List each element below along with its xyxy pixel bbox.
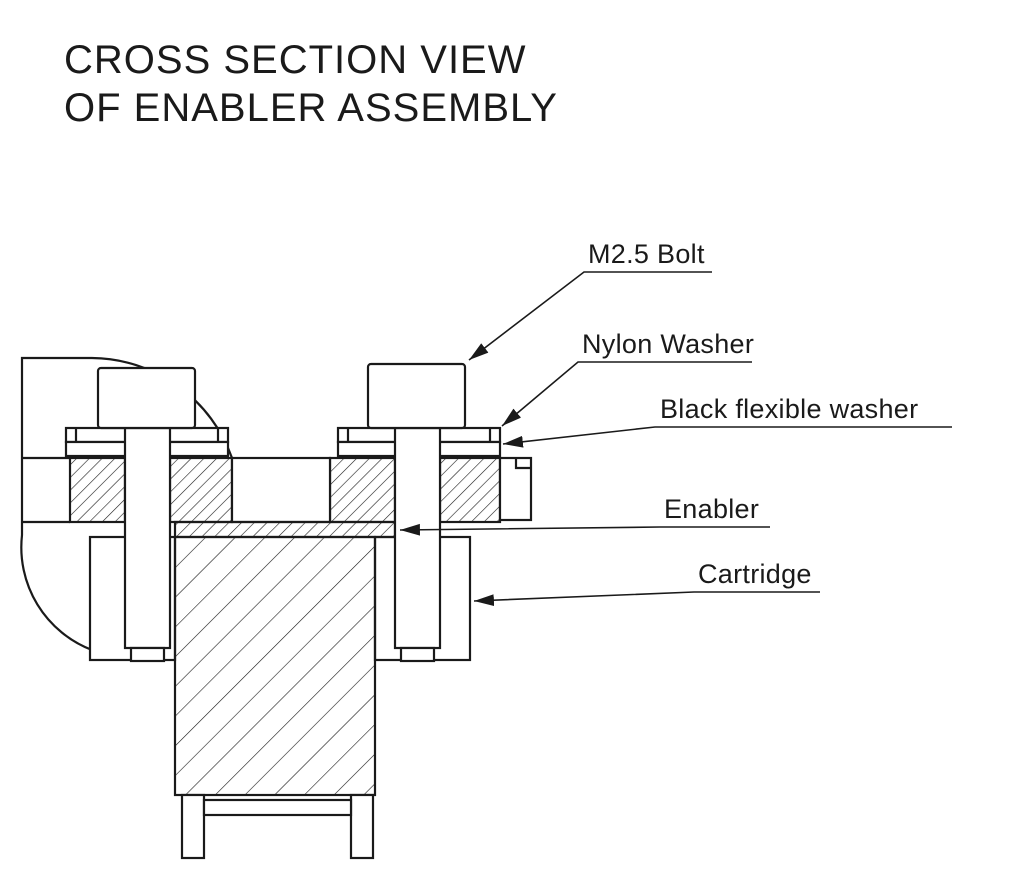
enabler-center-spacer: [230, 456, 332, 524]
leader-nylon-washer: [501, 361, 752, 427]
enabler-hatch-segment-4: [438, 456, 502, 524]
bolt-right: [366, 362, 467, 663]
bolt-tip-right: [399, 646, 436, 663]
label-enabler: Enabler: [664, 494, 760, 524]
enabler-lip: [173, 520, 397, 539]
drawing-title-line1: CROSS SECTION VIEW: [64, 38, 527, 82]
bolt-tip-left: [129, 646, 166, 663]
end-block-notch: [514, 458, 531, 470]
cartridge-right-leg: [349, 793, 375, 860]
label-m2-5-bolt: M2.5 Bolt: [588, 239, 705, 269]
drawing-title-line2: OF ENABLER ASSEMBLY: [64, 86, 558, 130]
enabler-hatch-segment-3: [328, 456, 397, 524]
label-cartridge: Cartridge: [698, 559, 812, 589]
enabler-hatch-segment-1: [68, 456, 127, 524]
bolt-head-left: [96, 366, 197, 430]
label-nylon-washer: Nylon Washer: [582, 329, 755, 359]
label-black-flexible-washer: Black flexible washer: [660, 394, 919, 424]
drawing-title: CROSS SECTION VIEW OF ENABLER ASSEMBLY: [64, 36, 558, 132]
leader-enabler: [399, 523, 770, 536]
bolt-left: [96, 366, 197, 663]
bracket-outline: [20, 356, 93, 652]
cartridge-channel-bar: [202, 798, 353, 817]
cartridge-left-leg: [180, 793, 206, 860]
bolt-shaft-left: [123, 426, 172, 650]
enabler-plate: [68, 456, 533, 539]
bracket-plate-edge-lines: [22, 456, 70, 524]
leader-cartridge: [473, 591, 820, 607]
bolt-head-right: [366, 362, 467, 430]
leader-black-flexible-washer: [502, 426, 952, 448]
leader-lines: [399, 271, 952, 607]
enabler-hatch-segment-2: [168, 456, 234, 524]
leader-m2-5-bolt: [468, 271, 712, 361]
cartridge-body: [173, 535, 377, 797]
bolt-shaft-right: [393, 426, 442, 650]
